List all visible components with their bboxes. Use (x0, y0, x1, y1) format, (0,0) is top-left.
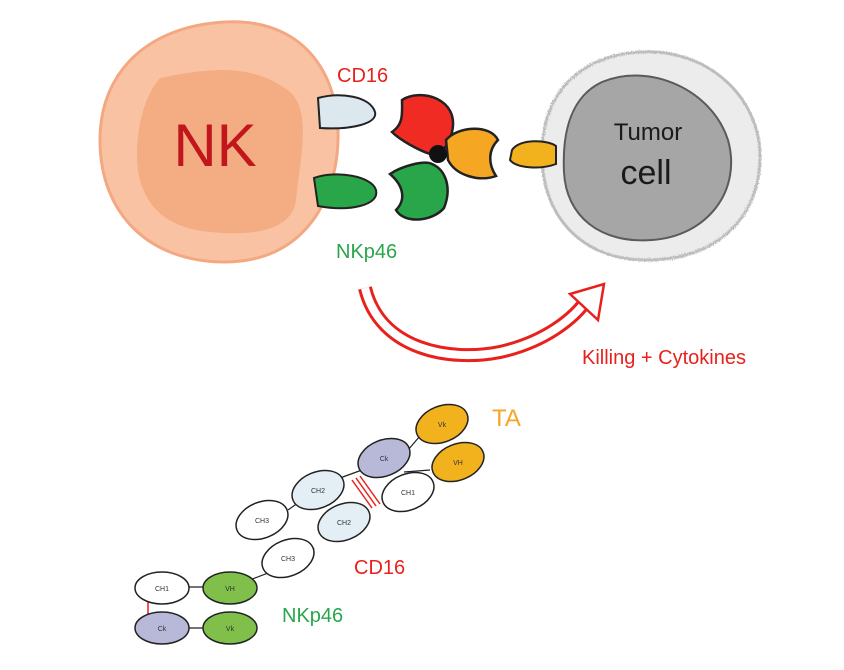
nkp46-bottom-label: NKp46 (282, 605, 343, 627)
ta-vh-label: VH (453, 460, 463, 467)
nkp46-ch1-domain (134, 571, 190, 605)
ta-vk-domain (415, 403, 469, 445)
cd16-top-label: CD16 (337, 65, 388, 87)
tumor-cell: Tumor cell (540, 50, 762, 262)
nk-cell: NK (98, 20, 340, 264)
ch2-upper-domain (291, 469, 345, 511)
ch2-lower-domain (317, 501, 371, 543)
ta-label: TA (492, 405, 521, 432)
nkp46-receptor (312, 173, 378, 210)
nkp46-vl-label: Vk (226, 626, 235, 633)
cd16-bottom-label: CD16 (354, 557, 405, 579)
ta-vk-label: Vk (438, 422, 447, 429)
nkp46-vl-domain (202, 611, 258, 645)
nkp46-vh-domain (202, 571, 258, 605)
nkp46-ck-label: Ck (158, 626, 167, 633)
trifunctional-engager (387, 93, 500, 221)
nkp46-ch1-label: CH1 (155, 586, 169, 593)
ch1-label: CH1 (401, 490, 415, 497)
anti-nkp46-arm (387, 161, 449, 221)
nkp46-top-label: NKp46 (336, 241, 397, 263)
ch1-domain (381, 471, 435, 513)
cd16-receptor (316, 94, 377, 130)
nk-label: NK (173, 112, 256, 179)
nkp46-ck-domain (134, 611, 190, 645)
ck-label: Ck (380, 456, 389, 463)
ch3-upper-label: CH3 (255, 518, 269, 525)
killing-arrow (358, 282, 606, 363)
ck-domain (357, 437, 411, 479)
engager-hinge (429, 145, 447, 163)
tumor-label-line1: Tumor (614, 119, 682, 146)
antibody-schematic: Vk VH Ck CH1 CH2 CH2 CH3 CH3 CH1 VH Ck V… (134, 403, 485, 645)
ch3-lower-domain (261, 537, 315, 579)
anti-ta-arm (444, 127, 500, 180)
ch2-lower-label: CH2 (337, 520, 351, 527)
nkp46-vh-label: VH (225, 586, 235, 593)
ta-vh-domain (431, 441, 485, 483)
ch2-upper-label: CH2 (311, 488, 325, 495)
tumor-label-line2: cell (620, 154, 671, 192)
killing-label: Killing + Cytokines (582, 347, 746, 369)
ch3-upper-domain (235, 499, 289, 541)
tumor-antigen-receptor (508, 140, 557, 169)
ch3-lower-label: CH3 (281, 556, 295, 563)
anti-cd16-arm (390, 93, 455, 156)
